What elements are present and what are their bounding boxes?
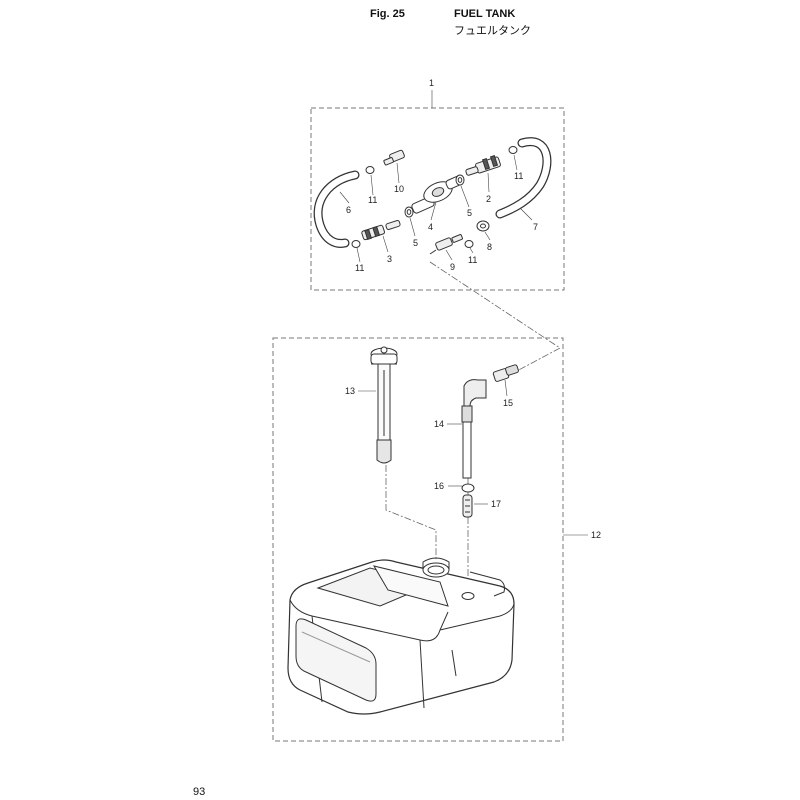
callout-4: 4: [428, 222, 433, 232]
callout-11-c: 11: [468, 255, 477, 265]
fuel-line-assembly-box: [310, 107, 565, 291]
fuel-tank-parts: [287, 346, 519, 715]
clip-11-a: [365, 166, 375, 174]
callout-5-right: 5: [467, 208, 472, 218]
connector-3: [361, 220, 401, 241]
callout-5-left: 5: [413, 238, 418, 248]
connection-lines: [385, 261, 561, 590]
pickup-tube-14: [461, 379, 487, 479]
figure-title-japanese: フュエルタンク: [454, 25, 531, 37]
clip-11-d: [508, 146, 518, 154]
fitting-9: [429, 234, 463, 255]
fuel-tank-body: [287, 557, 515, 715]
fuel-tank-assembly-box: [272, 337, 564, 742]
callout-10: 10: [394, 184, 404, 194]
callout-13: 13: [345, 386, 355, 396]
callout-11-a: 11: [368, 195, 377, 205]
callout-7: 7: [533, 222, 538, 232]
leader-lines-top: [339, 90, 533, 263]
callout-6: 6: [346, 205, 351, 215]
callout-labels: 1 2 3 4 5 5 6 7 8 9 10 11 11 11 11 12 13…: [345, 78, 601, 540]
leader-lines-bottom: [358, 379, 588, 536]
clip-11-c: [464, 240, 474, 248]
o-ring-16: [461, 483, 475, 493]
callout-3: 3: [387, 254, 392, 264]
figure-number: Fig. 25: [370, 8, 405, 20]
callout-1: 1: [429, 78, 434, 88]
callout-2: 2: [486, 194, 491, 204]
callout-9: 9: [450, 262, 455, 272]
callout-17: 17: [491, 499, 501, 509]
callout-15: 15: [503, 398, 513, 408]
figure-title: FUEL TANK: [454, 8, 516, 20]
callout-8: 8: [487, 242, 492, 252]
fuel-line-parts: [313, 137, 552, 255]
fuel-gauge-13: [370, 346, 398, 464]
callout-14: 14: [434, 419, 444, 429]
callout-11-d: 11: [514, 171, 523, 181]
connector-2: [465, 154, 501, 176]
fitting-15: [492, 364, 519, 382]
callout-12: 12: [591, 530, 601, 540]
callout-11-b: 11: [355, 263, 364, 273]
primer-bulb-4: [411, 175, 463, 214]
fitting-10: [383, 149, 405, 166]
page-number: 93: [193, 786, 206, 798]
callout-16: 16: [434, 481, 444, 491]
clip-11-b: [351, 240, 361, 248]
